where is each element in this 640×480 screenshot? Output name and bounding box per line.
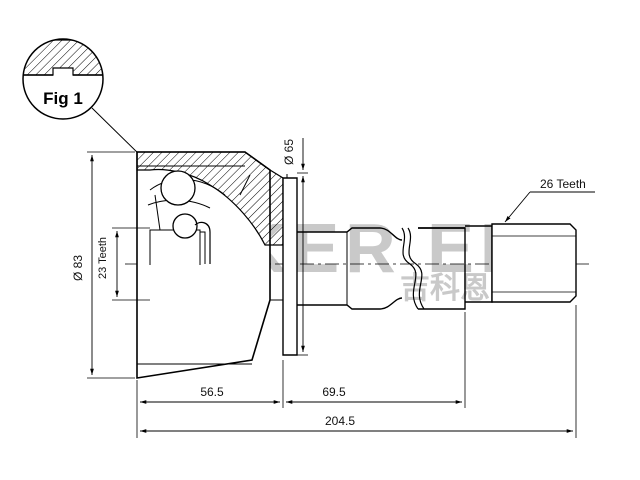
dim-outer-diameter: Ø 83	[71, 151, 135, 379]
shaft-teeth-callout: 26 Teeth	[504, 177, 595, 223]
fig-label: Fig 1	[43, 89, 83, 108]
detail-circle: Fig 1	[22, 38, 146, 161]
shaft-step-length-label: 69.5	[322, 385, 346, 399]
ball-upper	[160, 170, 196, 206]
flange-diameter-label: Ø 65	[282, 139, 296, 165]
stub-shaft	[297, 223, 577, 310]
bell-housing	[136, 151, 284, 379]
dim-inner-teeth: 23 Teeth	[97, 227, 150, 301]
dim-flange-diameter: Ø 65	[282, 138, 308, 356]
shaft-teeth-label: 26 Teeth	[540, 177, 586, 191]
total-length-label: 204.5	[325, 414, 355, 428]
outer-diameter-label: Ø 83	[71, 255, 85, 281]
horizontal-dimensions: 56.5 69.5 204.5	[136, 305, 577, 438]
inner-teeth-label: 23 Teeth	[97, 237, 109, 279]
bell-length-label: 56.5	[200, 385, 224, 399]
watermark-text-cn: 吉科恩	[400, 272, 490, 305]
ball-lower	[172, 213, 198, 239]
